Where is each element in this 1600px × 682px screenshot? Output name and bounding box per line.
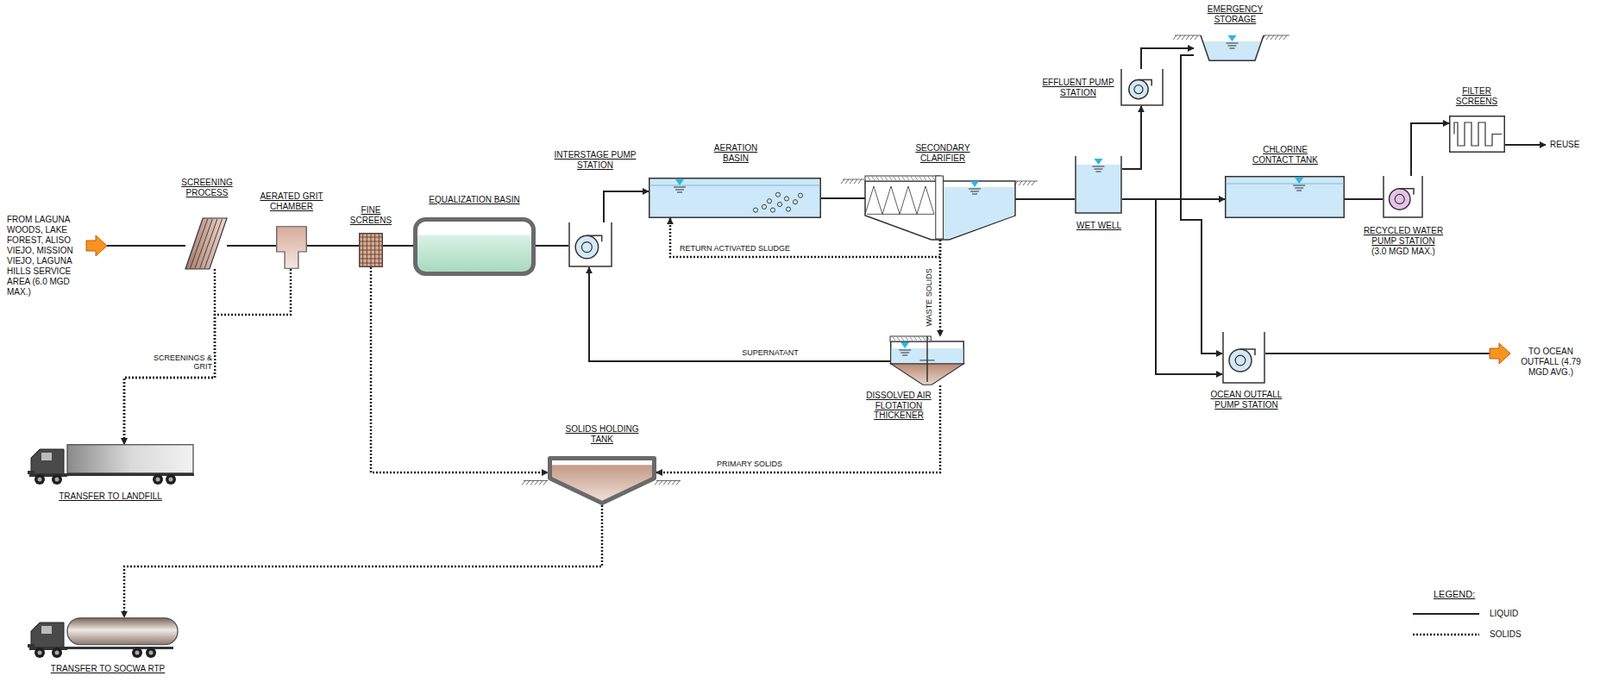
- pump-station: OCEAN OUTFALL PUMP STATION: [1222, 332, 1266, 384]
- unit-heading: AERATION BASIN: [701, 143, 771, 164]
- fine-screen: FINE SCREENS: [358, 232, 383, 268]
- unit-heading: TRANSFER TO LANDFILL: [28, 491, 193, 502]
- capacity-note: (3.0 MGD MAX.): [1355, 246, 1451, 258]
- grit-chamber-art: [276, 225, 308, 270]
- liquid-line: [1411, 123, 1450, 176]
- screen-symbol-art: [185, 218, 227, 270]
- legend-text: SOLIDS: [1489, 629, 1522, 640]
- unit-heading: TRANSFER TO SOCWA RTP: [25, 664, 190, 675]
- liquid-line: [226, 244, 277, 247]
- tanker-truck-art: [25, 617, 179, 659]
- flow-label: SUPERNATANT: [740, 349, 801, 358]
- liquid-line: [1122, 199, 1223, 375]
- flotation-thickener-art: [890, 336, 965, 386]
- inflow-note: FROM LAGUNA WOODS, LAKE FOREST, ALISO VI…: [6, 214, 83, 298]
- liquid-line: [589, 267, 891, 362]
- unit-heading: CHLORINE CONTACT TANK: [1242, 144, 1329, 165]
- unit-heading: EFFLUENT PUMP STATION: [1041, 77, 1116, 98]
- pump-station: RECYCLED WATER PUMP STATION(3.0 MGD MAX.…: [1382, 175, 1424, 219]
- truck-symbol: TRANSFER TO LANDFILL: [25, 444, 195, 485]
- liquid-line: [603, 191, 649, 223]
- unit-heading: SOLIDS HOLDING TANK: [563, 424, 641, 445]
- liquid-line: [1180, 55, 1225, 200]
- clarifier-art: [865, 175, 1016, 240]
- solids-line: [124, 269, 215, 445]
- liquid-line: [307, 244, 359, 247]
- pump-station: EFFLUENT PUMP STATION: [1120, 69, 1164, 107]
- filter-screen-art: [1449, 115, 1506, 153]
- solids-line: [124, 505, 603, 618]
- pump-station: INTERSTAGE PUMP STATION: [568, 222, 613, 268]
- storage-pond: EMERGENCY STORAGE: [1193, 30, 1271, 62]
- clarifier: SECONDARY CLARIFIER: [865, 175, 1016, 240]
- filter-screen: FILTER SCREENS: [1449, 115, 1506, 153]
- wet-well-art: [1074, 156, 1123, 214]
- pump-station-art: [1222, 332, 1266, 384]
- unit-heading: INTERSTAGE PUMP STATION: [554, 150, 637, 170]
- unit-heading: FINE SCREENS: [345, 205, 397, 226]
- holding-tank: SOLIDS HOLDING TANK: [547, 456, 657, 506]
- liquid-line: [535, 244, 569, 247]
- tanker-truck: TRANSFER TO SOCWA RTP: [25, 617, 179, 659]
- aeration-basin-art: [648, 177, 822, 219]
- contact-tank-art: [1224, 175, 1345, 219]
- flow-label: PRIMARY SOLIDS: [715, 460, 785, 470]
- reuse-note: REUSE: [1549, 139, 1594, 151]
- reuse-line: [1505, 144, 1546, 146]
- liquid-line: [1141, 48, 1194, 70]
- liquid-line: [1180, 55, 1223, 354]
- outfall-arrow: [1489, 343, 1511, 364]
- liquid-line: [1344, 198, 1383, 201]
- pump-station-art: [568, 222, 613, 268]
- unit-heading: FILTER SCREENS: [1446, 86, 1507, 107]
- solids-line: [939, 239, 942, 337]
- unit-heading: RECYCLED WATER PUMP STATION: [1355, 225, 1451, 246]
- unit-heading: EQUALIZATION BASIN: [401, 194, 548, 206]
- unit-heading: SCREENING PROCESS: [168, 177, 246, 198]
- wet-well: WET WELL: [1074, 156, 1123, 214]
- flow-label: WASTE SOLIDS: [925, 266, 935, 328]
- solids-line: [656, 385, 941, 473]
- liquid-line: [382, 244, 414, 247]
- unit-heading: EMERGENCY STORAGE: [1196, 4, 1274, 25]
- legend-text: LIQUID: [1489, 608, 1519, 620]
- outfall-line: [1265, 352, 1490, 355]
- fine-screen-art: [358, 232, 383, 268]
- solids-line: [370, 267, 548, 473]
- truck-symbol-art: [25, 444, 195, 485]
- unit-heading: SECONDARY CLARIFIER: [903, 143, 982, 164]
- liquid-line: [1122, 106, 1142, 170]
- contact-tank: CHLORINE CONTACT TANK: [1224, 175, 1345, 219]
- pump-station-art: [1382, 175, 1424, 219]
- unit-heading: AERATED GRIT CHAMBER: [248, 191, 335, 212]
- equalization-basin: EQUALIZATION BASIN: [413, 217, 536, 277]
- liquid-line: [1015, 198, 1075, 201]
- unit-heading: DISSOLVED AIR FLOTATION THICKENER: [858, 390, 941, 421]
- flow-label: RETURN ACTIVATED SLUDGE: [677, 244, 792, 254]
- legend-swatch: [1412, 633, 1480, 637]
- holding-tank-art: [547, 456, 657, 506]
- aeration-basin: AERATION BASIN: [648, 177, 822, 219]
- unit-heading: WET WELL: [1064, 220, 1134, 232]
- grit-chamber: AERATED GRIT CHAMBER: [276, 225, 308, 270]
- pump-station-art: [1120, 69, 1164, 107]
- outfall-note: TO OCEAN OUTFALL (4.79 MGD AVG.): [1511, 346, 1591, 378]
- inflow-arrow: [86, 235, 107, 257]
- solids-line: [124, 269, 291, 445]
- storage-pond-art: [1193, 30, 1271, 62]
- inflow-line: [106, 244, 186, 247]
- flotation-thickener: DISSOLVED AIR FLOTATION THICKENER: [890, 336, 965, 386]
- legend-swatch: [1412, 613, 1480, 615]
- liquid-line: [821, 197, 866, 200]
- equalization-basin-art: [413, 217, 536, 277]
- unit-heading: OCEAN OUTFALL PUMP STATION: [1203, 389, 1290, 410]
- flow-label: SCREENINGS & GRIT: [134, 354, 214, 372]
- legend-title: LEGEND:: [1433, 589, 1503, 601]
- screen-symbol: SCREENING PROCESS: [185, 218, 227, 270]
